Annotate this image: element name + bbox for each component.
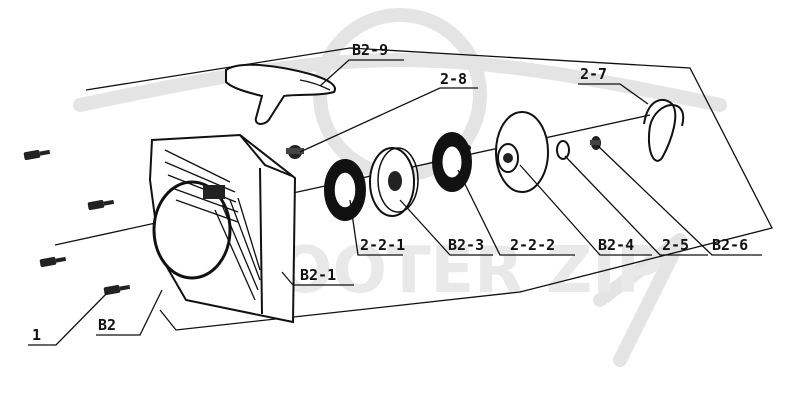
- label-1: 1: [32, 326, 41, 344]
- spring-cassette: [324, 159, 366, 221]
- label-b2-9: B2-9: [352, 41, 388, 59]
- label-b2-6: B2-6: [712, 236, 748, 254]
- label-b2-1: B2-1: [300, 266, 336, 284]
- label-b2: B2: [98, 316, 116, 334]
- label-2-5: 2-5: [662, 236, 689, 254]
- label-2-7: 2-7: [580, 65, 607, 83]
- label-b2-4: B2-4: [598, 236, 634, 254]
- label-2-2-1: 2-2-1: [360, 236, 405, 254]
- washer: [556, 140, 570, 160]
- rope-guide: [286, 145, 304, 159]
- starter-rope: [643, 98, 685, 162]
- screws: [23, 149, 131, 296]
- assembly-boundary: [85, 47, 773, 331]
- part-labels: B2-9 2-8 2-7 2-2-1 B2-3 2-2-2 B2-4 2-5 B…: [32, 41, 748, 344]
- label-2-8: 2-8: [440, 70, 467, 88]
- rope-pulley: [369, 147, 419, 217]
- starter-handle: [225, 63, 336, 125]
- recoil-spring: [432, 132, 472, 192]
- label-b2-3: B2-3: [448, 236, 484, 254]
- leader-lines: [28, 59, 762, 346]
- ratchet-plate: [495, 111, 549, 193]
- label-2-2-2: 2-2-2: [510, 236, 555, 254]
- starter-housing: [148, 133, 297, 324]
